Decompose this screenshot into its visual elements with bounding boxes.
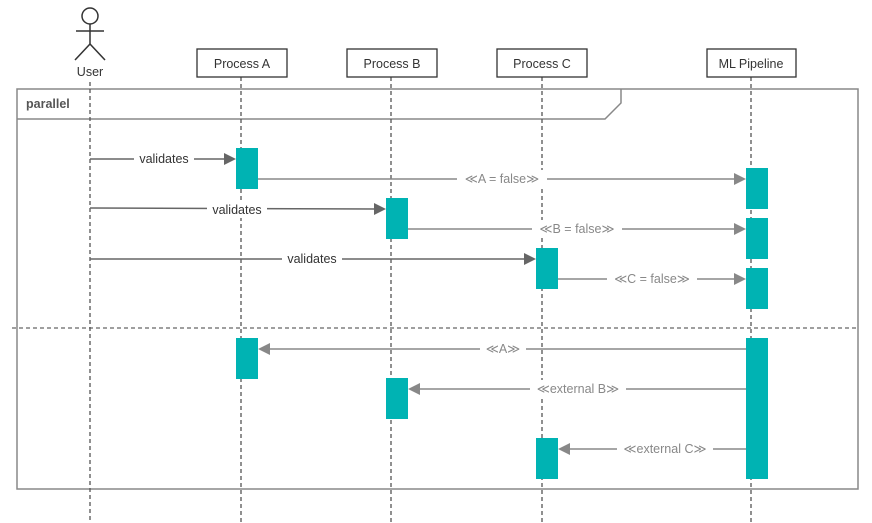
activations	[236, 148, 768, 479]
arrowhead-icon	[224, 153, 236, 165]
arrowhead-icon	[734, 173, 746, 185]
activation-ml-3	[746, 268, 768, 309]
message-label: ≪external C≫	[623, 442, 706, 456]
arrowhead-icon	[558, 443, 570, 455]
fragment-label: parallel	[26, 97, 70, 111]
message-process-a-to-ml[interactable]: ≪A = false≫	[258, 170, 746, 187]
actor-user: User	[74, 7, 106, 79]
participant-process-b[interactable]: Process B	[346, 48, 438, 78]
message-label: validates	[212, 203, 261, 217]
arrowhead-icon	[524, 253, 536, 265]
arrowhead-icon	[258, 343, 270, 355]
message-ml-to-process-a[interactable]: ≪A≫	[258, 340, 746, 357]
activation-ml-2	[746, 218, 768, 259]
message-user-to-process-a[interactable]: validates	[90, 150, 236, 167]
message-label: ≪C = false≫	[614, 272, 690, 286]
message-label: ≪B = false≫	[539, 222, 614, 236]
fragment-frame	[16, 88, 859, 490]
activation-process-c-1	[536, 248, 558, 289]
activation-process-a-1	[236, 148, 258, 189]
message-ml-to-process-b[interactable]: ≪external B≫	[408, 380, 746, 397]
participant-process-c[interactable]: Process C	[496, 48, 588, 78]
participant-label: ML Pipeline	[719, 57, 784, 71]
message-label: ≪external B≫	[537, 382, 619, 396]
participant-process-a[interactable]: Process A	[196, 48, 288, 78]
activation-ml-4	[746, 338, 768, 479]
message-label: validates	[139, 152, 188, 166]
activation-ml-1	[746, 168, 768, 209]
arrowhead-icon	[408, 383, 420, 395]
activation-process-c-2	[536, 438, 558, 479]
participant-ml-pipeline[interactable]: ML Pipeline	[706, 48, 797, 78]
participant-label: Process C	[513, 57, 571, 71]
stick-figure-icon	[74, 7, 106, 61]
message-ml-to-process-c[interactable]: ≪external C≫	[558, 440, 746, 457]
fragment-label-tab	[17, 89, 622, 120]
message-process-b-to-ml[interactable]: ≪B = false≫	[408, 220, 746, 237]
activation-process-b-1	[386, 198, 408, 239]
message-label: validates	[287, 252, 336, 266]
message-user-to-process-b[interactable]: validates	[89, 201, 386, 218]
message-process-c-to-ml[interactable]: ≪C = false≫	[558, 270, 746, 287]
activation-process-a-2	[236, 338, 258, 379]
parallel-fragment: parallel	[12, 88, 859, 490]
arrowhead-icon	[734, 273, 746, 285]
participant-label: Process B	[364, 57, 421, 71]
arrowhead-icon	[374, 203, 386, 215]
message-user-to-process-c[interactable]: validates	[90, 250, 536, 267]
activation-process-b-2	[386, 378, 408, 419]
messages: validates ≪A = false≫ validates ≪B = fal…	[89, 150, 746, 457]
actor-label: User	[77, 65, 103, 79]
arrowhead-icon	[734, 223, 746, 235]
participant-label: Process A	[214, 57, 271, 71]
message-label: ≪A≫	[486, 342, 521, 356]
message-label: ≪A = false≫	[465, 172, 539, 186]
